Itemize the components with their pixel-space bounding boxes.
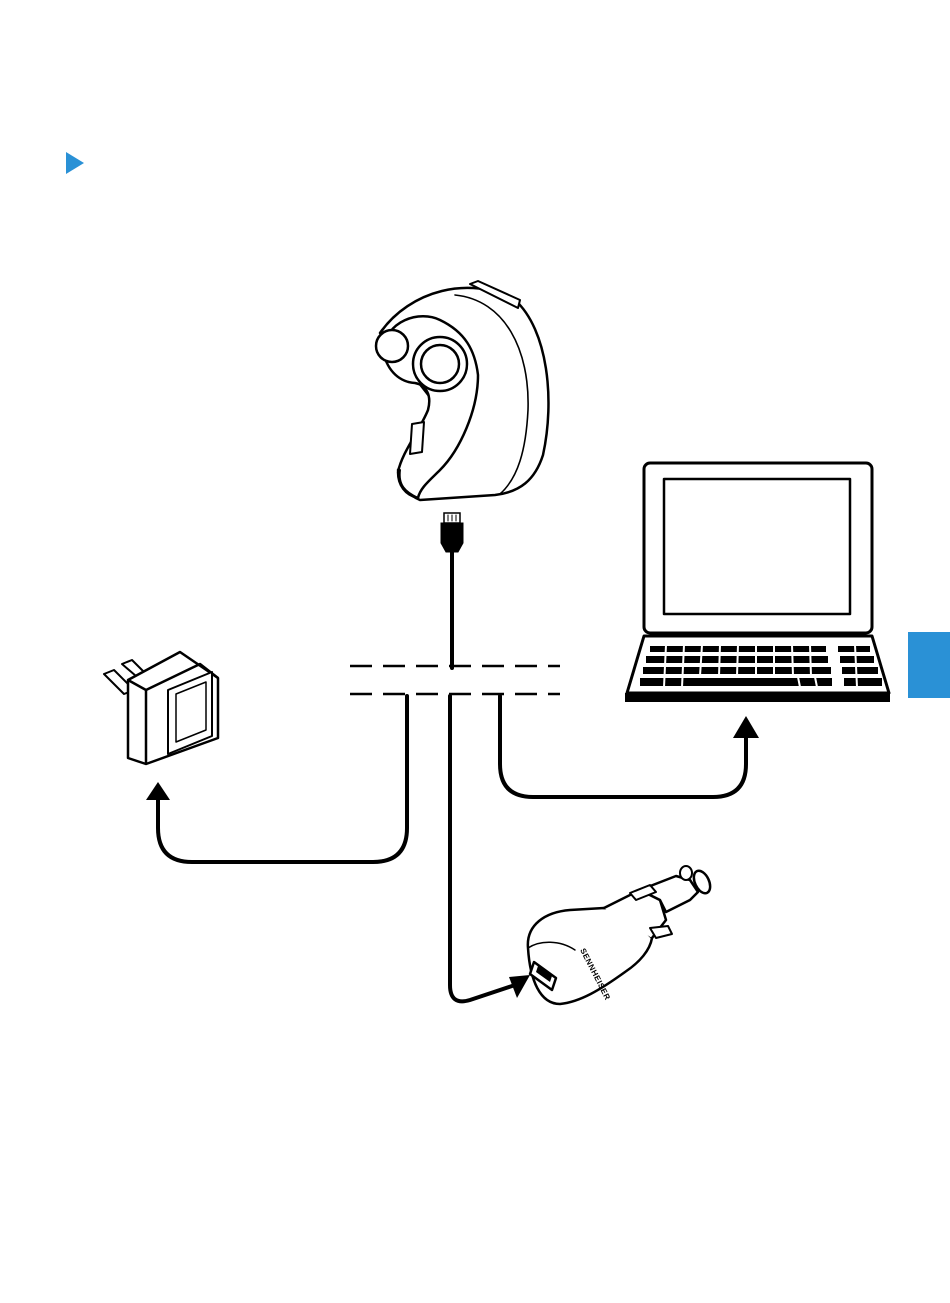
cable-to-car-charger — [450, 696, 512, 1001]
headset-icon — [376, 281, 548, 500]
cable-to-laptop — [500, 696, 746, 797]
chapter-edge-tab — [908, 632, 950, 698]
arrow-to-wall-charger-icon — [146, 782, 170, 800]
arrow-heads — [146, 716, 759, 998]
usb-connector-icon — [441, 513, 463, 552]
car-charger-icon — [528, 866, 714, 1004]
wall-charger-icon — [104, 652, 218, 764]
arrow-to-laptop-icon — [733, 716, 759, 738]
laptop-icon — [625, 463, 890, 702]
